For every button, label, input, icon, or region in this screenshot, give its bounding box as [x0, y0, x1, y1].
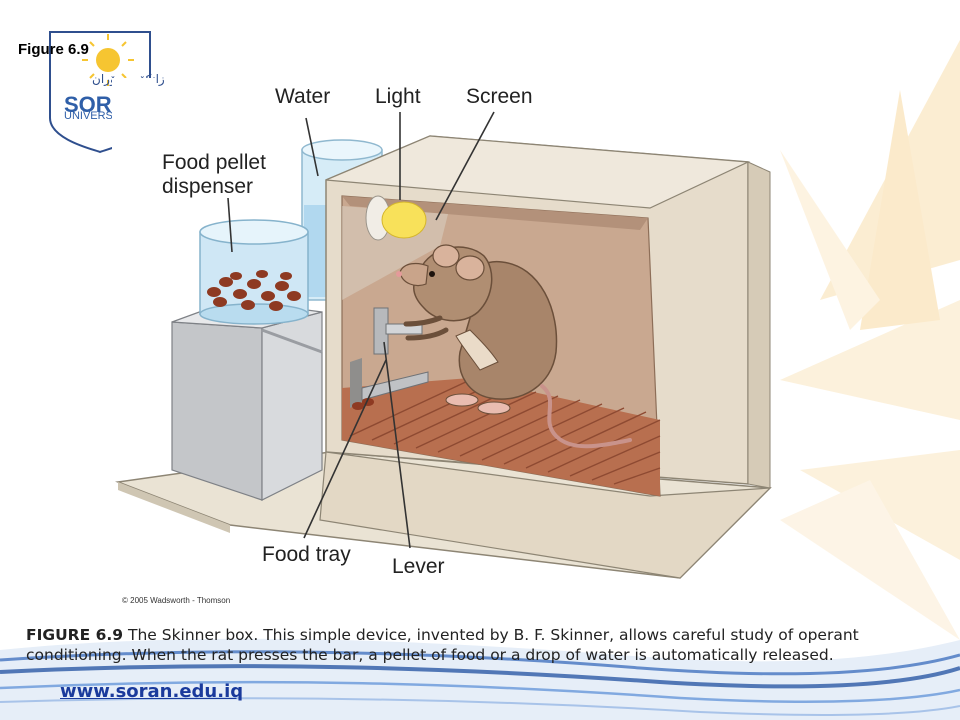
dispenser-housing	[171, 299, 323, 501]
label-lever: Lever	[392, 555, 445, 578]
base-edge	[118, 482, 230, 533]
rat-illustration	[396, 244, 632, 449]
wave-decoration	[0, 638, 960, 720]
label-dispenser: dispenser	[162, 175, 253, 198]
floor-bars	[349, 379, 661, 485]
figure-caption: FIGURE 6.9 The Skinner box. This simple …	[26, 625, 946, 665]
label-food-tray: Food tray	[262, 543, 351, 566]
label-water: Water	[275, 85, 330, 108]
label-screen: Screen	[466, 85, 533, 108]
sun-rays-decoration	[780, 40, 960, 640]
label-food-pellet: Food pellet	[162, 151, 266, 174]
logo-mask	[112, 78, 156, 158]
food-tray	[350, 358, 429, 410]
caption-label: FIGURE 6.9	[26, 626, 124, 644]
food-pellets	[207, 270, 301, 311]
university-url-link[interactable]: www.soran.edu.iq	[60, 681, 244, 702]
copyright-text: © 2005 Wadsworth - Thomson	[122, 596, 231, 605]
sun-logo-icon	[82, 34, 134, 86]
label-light: Light	[375, 85, 421, 108]
caption-text: The Skinner box. This simple device, inv…	[26, 626, 859, 664]
food-pellet-jar	[199, 219, 309, 325]
light-bulb-icon	[365, 195, 427, 241]
leader-lines	[227, 111, 495, 549]
figure-title: Figure 6.9	[18, 41, 89, 58]
logo-subtitle: UNIVERS	[64, 110, 113, 122]
